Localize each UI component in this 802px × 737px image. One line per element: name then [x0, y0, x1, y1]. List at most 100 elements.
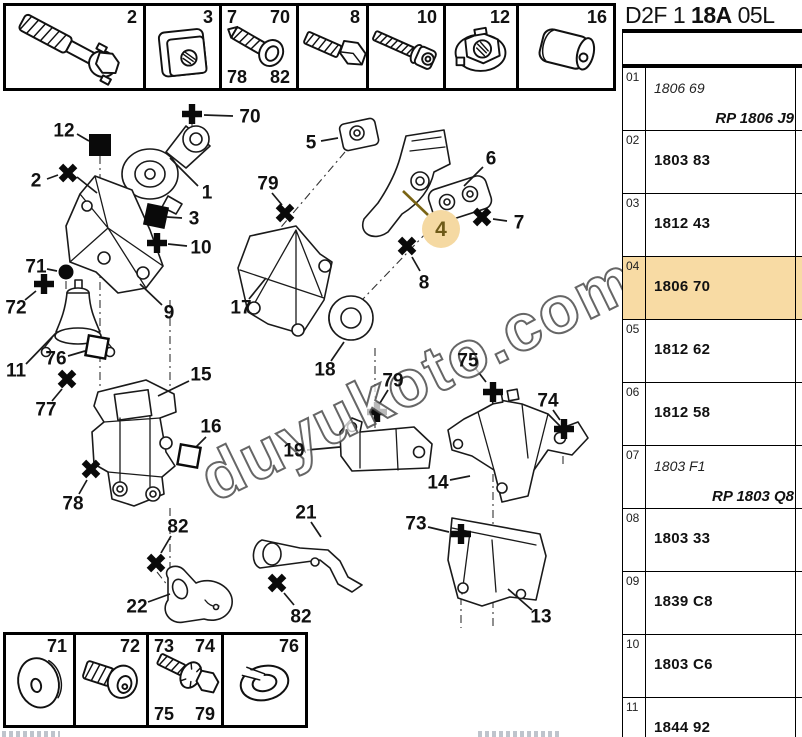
callout-79[interactable]: 79 [257, 173, 279, 195]
callout-73[interactable]: 73 [405, 513, 427, 535]
callout-72[interactable]: 72 [5, 297, 27, 319]
callout-3[interactable]: 3 [188, 208, 200, 230]
legend-box-73: 73 74 75 79 [149, 635, 224, 725]
socket-bolt-icon [372, 30, 437, 70]
part-number-cell: 1839 C8 [646, 572, 802, 634]
leader-line [283, 592, 295, 606]
callout-71[interactable]: 71 [25, 256, 47, 278]
row-number-cell: 02 [623, 131, 646, 193]
callout-5[interactable]: 5 [305, 132, 317, 154]
legend-label: 78 [227, 67, 248, 87]
row-number: 02 [626, 133, 640, 147]
plus-marker [483, 382, 503, 402]
leader-line [411, 256, 421, 272]
callout-82[interactable]: 82 [290, 606, 312, 628]
leader-line [195, 436, 207, 448]
part-17-rib-bracket [237, 225, 333, 337]
legend-box-16: 16 [519, 6, 613, 88]
callout-11[interactable]: 11 [5, 360, 27, 382]
page-code-prefix: D2F 1 [625, 2, 692, 28]
table-header-band [622, 29, 802, 68]
legend-label: 76 [278, 636, 299, 656]
legend-label: 72 [119, 636, 140, 656]
top-legend-strip: 2 3 7 [3, 3, 616, 91]
part-number-cell: 1806 70 [646, 257, 802, 319]
open-square-marker [176, 443, 202, 469]
open-square-marker [84, 334, 110, 360]
callout-7[interactable]: 7 [513, 212, 525, 234]
filled-square-marker [142, 202, 170, 230]
callout-1[interactable]: 1 [201, 182, 213, 204]
leader-line [46, 268, 58, 272]
row-number-cell: 05 [623, 320, 646, 382]
part-number-cell: 1803 C6 [646, 635, 802, 697]
row-number: 06 [626, 385, 640, 399]
leader-line [51, 388, 63, 402]
callout-8[interactable]: 8 [418, 272, 430, 294]
legend-label: 75 [154, 704, 175, 724]
leader-line [166, 216, 183, 219]
split-clamp-icon [239, 664, 290, 702]
page-code-header: D2F 1 18A 05L [625, 2, 775, 29]
callout-17[interactable]: 17 [230, 297, 252, 319]
callout-16[interactable]: 16 [200, 416, 222, 438]
callout-75[interactable]: 75 [457, 350, 479, 372]
callout-76[interactable]: 76 [45, 348, 67, 370]
dome-bolt-icon [82, 660, 138, 699]
callout-4[interactable]: 4 [422, 210, 460, 248]
leader-line [76, 133, 90, 142]
leader-line [306, 446, 341, 451]
callout-22[interactable]: 22 [126, 596, 148, 618]
callout-14[interactable]: 14 [427, 472, 449, 494]
callout-21[interactable]: 21 [295, 502, 317, 524]
callout-10[interactable]: 10 [190, 237, 212, 259]
part-number: 1803 33 [654, 530, 711, 547]
leader-line [379, 389, 389, 404]
leader-line [139, 283, 163, 306]
callout-13[interactable]: 13 [530, 606, 552, 628]
x-marker [58, 163, 78, 183]
callout-9[interactable]: 9 [163, 302, 175, 324]
x-marker [267, 573, 287, 593]
callout-74[interactable]: 74 [537, 390, 559, 412]
callout-19[interactable]: 19 [283, 440, 305, 462]
callout-18[interactable]: 18 [314, 359, 336, 381]
x-marker [275, 203, 295, 223]
part-number-cell: 1803 83 [646, 131, 802, 193]
callout-79[interactable]: 79 [382, 370, 404, 392]
legend-label: 8 [349, 7, 360, 27]
row-number: 05 [626, 322, 640, 336]
legend-box-72: 72 [76, 635, 149, 725]
legend-label: 12 [489, 7, 510, 27]
callout-2[interactable]: 2 [30, 170, 42, 192]
part-number: 1803 C6 [654, 656, 713, 673]
callout-70[interactable]: 70 [239, 106, 261, 128]
clipped-footer-text-left [2, 731, 60, 737]
leader-line [310, 521, 322, 538]
callout-77[interactable]: 77 [35, 399, 57, 421]
leader-line [25, 332, 57, 365]
table-row[interactable]: 02 1803 83 [623, 131, 802, 194]
callout-12[interactable]: 12 [53, 120, 75, 142]
page-code-group: 18A [691, 2, 732, 28]
row-number: 01 [626, 70, 640, 84]
callout-78[interactable]: 78 [62, 493, 84, 515]
callout-82[interactable]: 82 [167, 516, 189, 538]
part-15-support-bracket [91, 379, 177, 507]
callout-15[interactable]: 15 [190, 364, 212, 386]
legend-label: 74 [194, 636, 215, 656]
leader-line [449, 475, 471, 481]
callout-6[interactable]: 6 [485, 148, 497, 170]
